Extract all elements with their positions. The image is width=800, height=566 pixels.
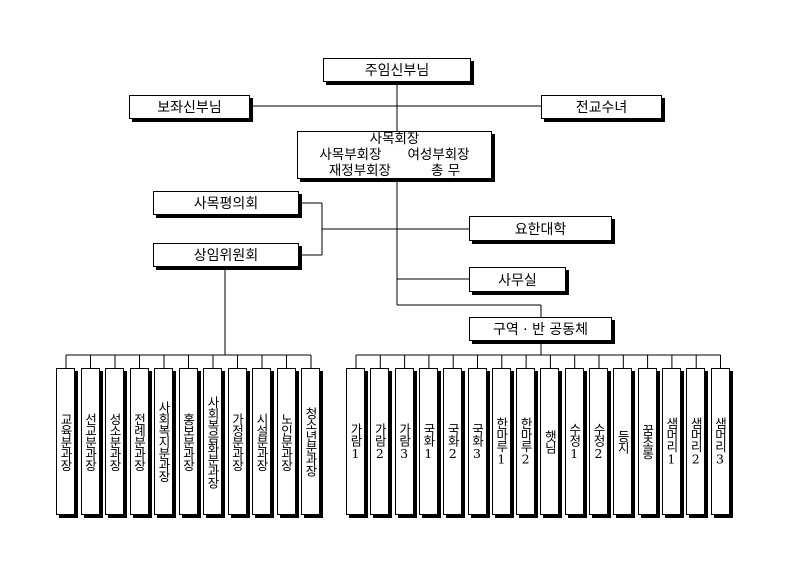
subcommittee-label: 노인분과장 bbox=[278, 412, 294, 471]
district-label: 수정1 bbox=[566, 423, 582, 460]
subcommittee-label: 홍보분과장 bbox=[180, 412, 196, 471]
subcommittee-box: 사회복음화분과장 bbox=[203, 368, 222, 515]
district-box: 한마루2 bbox=[516, 368, 536, 515]
district-box: 꿈초롱 bbox=[637, 368, 657, 515]
subcommittee-label: 전례분과장 bbox=[131, 412, 147, 471]
subcommittee-label: 가정분과장 bbox=[229, 412, 245, 471]
john-college-label: 요한대학 bbox=[514, 221, 567, 238]
head-priest-box: 주임신부님 bbox=[323, 58, 471, 82]
district-box: 가람2 bbox=[370, 368, 390, 515]
standing-committee-box: 상임위원회 bbox=[153, 243, 299, 267]
district-label: 샘머리1 bbox=[663, 417, 679, 466]
district-box: 국화1 bbox=[418, 368, 438, 515]
district-box: 등지 bbox=[613, 368, 633, 515]
district-label: 햇님 bbox=[542, 430, 558, 453]
subcommittee-box: 가정분과장 bbox=[227, 368, 247, 515]
council-finance-row: 재정부회장 총 무 bbox=[329, 163, 460, 179]
district-label: 가람2 bbox=[372, 423, 388, 460]
district-label: 한마루1 bbox=[493, 417, 509, 466]
district-box: 가람3 bbox=[394, 368, 414, 515]
office-box: 사무실 bbox=[469, 267, 566, 292]
district-box: 가람1 bbox=[346, 368, 365, 515]
district-box: 햇님 bbox=[540, 368, 560, 515]
district-box: 국화2 bbox=[443, 368, 463, 515]
mission-sister-box: 전교수녀 bbox=[541, 95, 662, 119]
subcommittee-label: 성소분과장 bbox=[107, 412, 122, 471]
district-label: 꿈초롱 bbox=[639, 424, 655, 459]
standing-committee-label: 상임위원회 bbox=[193, 248, 259, 264]
district-label: 샘머리2 bbox=[688, 417, 704, 466]
district-box: 한마루1 bbox=[491, 368, 511, 515]
subcommittee-box: 선교분과장 bbox=[80, 368, 100, 515]
subcommittee-label: 교육분과장 bbox=[58, 412, 73, 471]
subcommittee-box: 홍보분과장 bbox=[178, 368, 198, 515]
district-label: 국화3 bbox=[469, 423, 485, 460]
district-box: 샘머리1 bbox=[661, 368, 681, 515]
mission-sister-label: 전교수녀 bbox=[575, 100, 628, 116]
john-college-box: 요한대학 bbox=[469, 216, 612, 241]
subcommittee-box: 성소분과장 bbox=[105, 368, 124, 515]
subcommittee-label: 시설분과장 bbox=[254, 412, 269, 471]
district-label: 가람1 bbox=[348, 423, 363, 460]
assistant-priest-label: 보좌신부님 bbox=[157, 100, 222, 116]
pastoral-council-box: 사목평의회 bbox=[153, 191, 299, 215]
subcommittee-label: 사회복지분과장 bbox=[156, 401, 171, 482]
council-vice-row: 사목부회장 여성부회장 bbox=[319, 147, 469, 163]
subcommittee-box: 교육분과장 bbox=[56, 368, 75, 515]
subcommittee-box: 청소년분과장 bbox=[301, 368, 320, 515]
women-vice-president-label: 여성부회장 bbox=[407, 147, 470, 163]
district-box: 수정2 bbox=[589, 368, 608, 515]
district-label: 한마루2 bbox=[518, 417, 534, 466]
district-box: 샘머리3 bbox=[710, 368, 730, 515]
subcommittee-box: 전례분과장 bbox=[129, 368, 149, 515]
district-community-box: 구역 · 반 공동체 bbox=[469, 317, 612, 341]
district-label: 수정2 bbox=[591, 423, 606, 460]
subcommittee-box: 사회복지분과장 bbox=[154, 368, 173, 515]
district-box: 수정1 bbox=[564, 368, 584, 515]
district-label: 가람3 bbox=[396, 423, 412, 460]
council-president-label: 사목회장 bbox=[369, 131, 420, 147]
subcommittee-box: 시설분과장 bbox=[252, 368, 271, 515]
district-community-label: 구역 · 반 공동체 bbox=[492, 322, 589, 338]
finance-vice-president-label: 재정부회장 bbox=[328, 163, 391, 179]
head-priest-label: 주임신부님 bbox=[364, 63, 430, 79]
district-label: 샘머리3 bbox=[712, 417, 728, 466]
subcommittee-label: 청소년분과장 bbox=[303, 407, 318, 476]
district-box: 국화3 bbox=[467, 368, 487, 515]
assistant-priest-box: 보좌신부님 bbox=[129, 95, 250, 119]
pastoral-council-label: 사목평의회 bbox=[193, 196, 259, 212]
district-label: 국화2 bbox=[445, 423, 461, 460]
district-label: 등지 bbox=[615, 430, 631, 453]
parish-council-officers-box: 사목회장 사목부회장 여성부회장 재정부회장 총 무 bbox=[297, 131, 492, 179]
pastoral-vice-president-label: 사목부회장 bbox=[319, 147, 382, 163]
subcommittee-label: 사회복음화분과장 bbox=[205, 395, 220, 488]
district-label: 국화1 bbox=[420, 423, 436, 460]
general-secretary-label: 총 무 bbox=[430, 163, 461, 179]
subcommittee-box: 노인분과장 bbox=[276, 368, 296, 515]
district-box: 샘머리2 bbox=[686, 368, 706, 515]
office-label: 사무실 bbox=[498, 272, 537, 289]
subcommittee-label: 선교분과장 bbox=[82, 412, 98, 471]
